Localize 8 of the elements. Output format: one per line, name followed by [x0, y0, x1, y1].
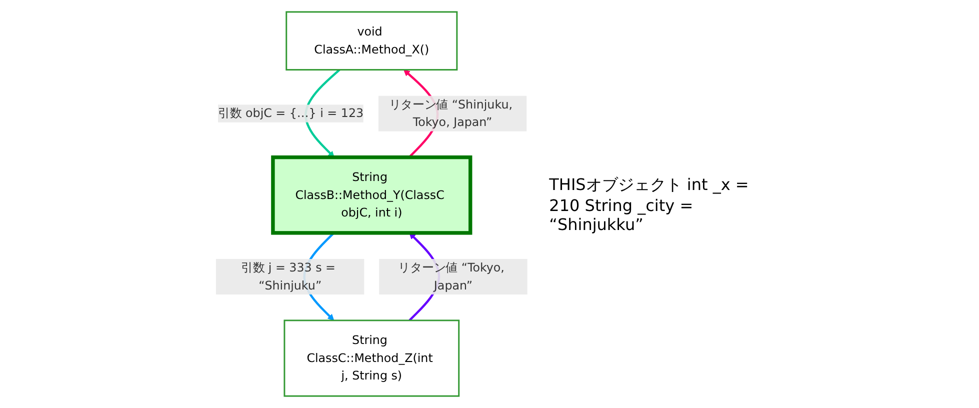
node-box: void ClassA::Method_X() — [285, 11, 458, 71]
note-text: THISオブジェクト int _x = 210 String _city = “Shinjukku” — [549, 174, 750, 234]
edge-label: 引数 j = 333 s = “Shinjuku” — [240, 260, 336, 292]
node-box: String ClassC::Method_Z(int j, String s) — [284, 320, 460, 397]
edge-label: リターン値 “Tokyo, Japan” — [398, 260, 504, 292]
edge-label: リターン値 “Shinjuku, Tokyo, Japan” — [388, 97, 512, 130]
edge-label: 引数 objC = {…} i = 123 — [218, 106, 364, 120]
node-box: String ClassB::Method_Y(ClassC objC, int i) — [270, 155, 472, 235]
